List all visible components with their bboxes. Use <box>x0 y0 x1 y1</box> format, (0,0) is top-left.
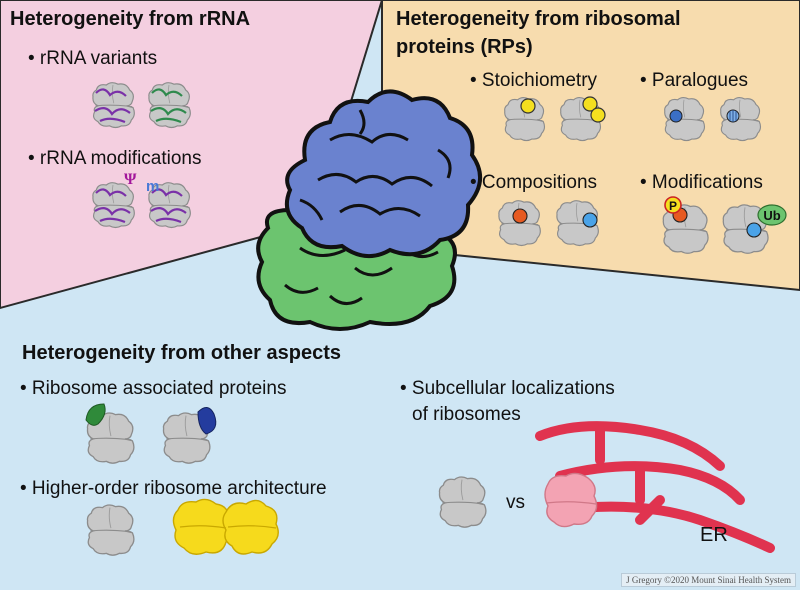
rp-title-line1: Heterogeneity from ribosomal <box>396 8 681 30</box>
blue-rp-dot <box>746 222 762 238</box>
methylation-symbol: m <box>146 178 159 195</box>
phospho-label: P <box>669 199 677 213</box>
green-associated-protein <box>85 403 106 426</box>
blue-associated-protein <box>197 407 217 435</box>
phospho-badge <box>664 196 682 214</box>
central-large-subunit <box>285 89 482 258</box>
stripe-lines <box>729 110 737 122</box>
yellow-rp-dot <box>582 96 598 112</box>
higher-order-label: • Higher-order ribosome architecture <box>20 478 327 499</box>
er-label: ER <box>700 524 728 546</box>
rrna-variants-label: • rRNA variants <box>28 48 158 69</box>
compositions-label: • Compositions <box>470 172 598 193</box>
ubiquitin-badge <box>757 204 787 226</box>
ubiquitin-label: Ub <box>763 208 780 223</box>
red-rp-dot <box>512 208 528 224</box>
er-membrane <box>535 421 775 553</box>
polysome-pair <box>172 498 279 555</box>
ribosome-cytosolic <box>438 476 487 528</box>
rp-modifications-label: • Modifications <box>640 172 763 193</box>
blue-rp-dot <box>669 109 683 123</box>
ribosome-paralogue-2 <box>720 97 762 142</box>
assoc-proteins-label: • Ribosome associated proteins <box>20 378 287 399</box>
purple-rrna-2 <box>94 188 131 224</box>
subcellular-label-line1: • Subcellular localizations <box>400 378 615 399</box>
purple-rrna-1 <box>94 88 131 124</box>
ribosome-monosome <box>86 504 135 556</box>
yellow-rp-dot <box>520 98 536 114</box>
other-title: Heterogeneity from other aspects <box>22 342 341 364</box>
rrna-modifications-label: • rRNA modifications <box>28 148 202 169</box>
stoichiometry-label: • Stoichiometry <box>470 70 598 91</box>
pseudouridine-symbol: Ψ <box>124 171 137 188</box>
er-bound-ribosome <box>544 472 598 528</box>
yellow-rp-dot <box>590 107 606 123</box>
vs-label: vs <box>506 492 525 513</box>
paralogues-label: • Paralogues <box>640 70 749 91</box>
blue-rp-dot <box>582 212 598 228</box>
purple-rrna-3 <box>150 188 187 224</box>
rrna-title: Heterogeneity from rRNA <box>10 8 251 30</box>
green-rrna <box>150 88 187 124</box>
copyright-credit: J Gregory ©2020 Mount Sinai Health Syste… <box>621 573 796 587</box>
rp-title-line2: proteins (RPs) <box>396 36 533 58</box>
subcellular-label-line2: of ribosomes <box>412 404 521 425</box>
